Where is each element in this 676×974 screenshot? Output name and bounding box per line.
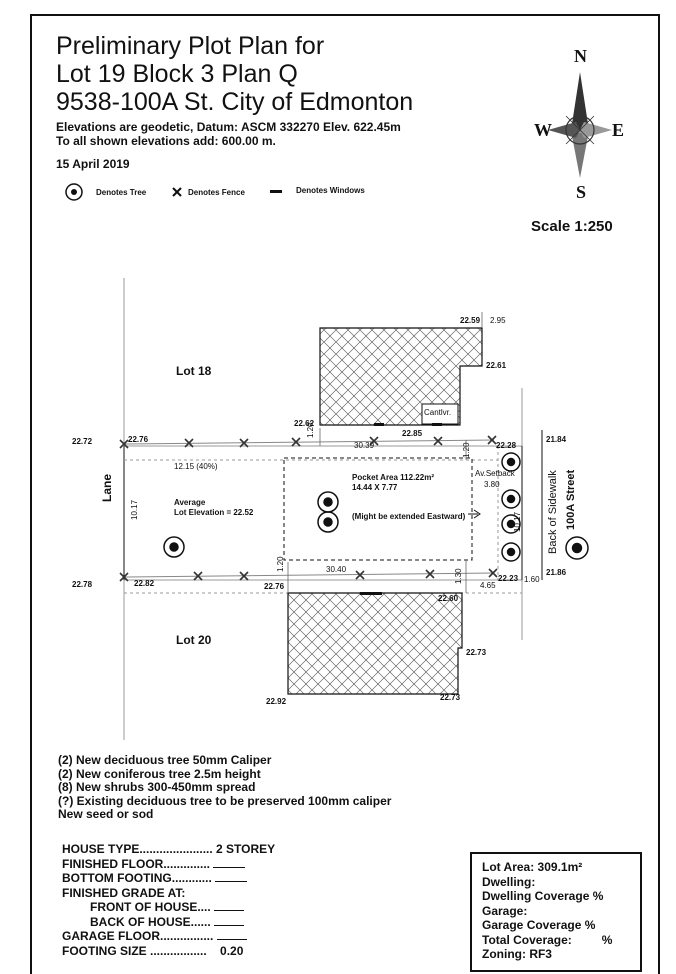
note-line: (?) Existing deciduous tree to be preser…	[58, 793, 392, 808]
dim-4-65: 4.65	[480, 581, 496, 590]
dim-1-30: 1.30	[454, 568, 463, 584]
fence-markers	[119, 435, 498, 582]
legend-fence-icon	[172, 187, 182, 197]
title-line-3: 9538-100A St. City of Edmonton	[56, 88, 414, 116]
footing-size-value: 0.20	[220, 943, 244, 958]
legend-windows-label: Denotes Windows	[296, 186, 365, 195]
back-of-house-label: BACK OF HOUSE......	[90, 914, 211, 929]
lot20-building	[287, 592, 463, 695]
dim-30-40: 30.40	[326, 565, 347, 574]
lot-summary-box: Lot Area: 309.1m² Dwelling: Dwelling Cov…	[470, 852, 642, 972]
elev-22-73-east: 22.73	[466, 648, 487, 657]
elev-22-28: 22.28	[496, 441, 517, 450]
dim-10-17-west: 10.17	[130, 499, 139, 520]
dim-1-60: 1.60	[524, 575, 540, 584]
house-type-value: 2 STOREY	[216, 842, 276, 856]
street-label: 100A Street	[565, 469, 577, 530]
compass-north: N	[574, 46, 587, 66]
compass-south: S	[576, 182, 587, 202]
elev-22-23: 22.23	[498, 574, 519, 583]
legend-tree-icon	[65, 183, 83, 201]
dim-30-39: 30.39	[354, 441, 375, 450]
dim-1-20-north: 1.20	[306, 422, 315, 438]
note-line: New seed or sod	[58, 807, 154, 821]
elev-22-60: 22.60	[438, 594, 459, 603]
add-elevation-note: To all shown elevations add: 600.00 m.	[56, 134, 276, 148]
lot20-label: Lot 20	[176, 633, 212, 647]
garage-label: Garage:	[482, 903, 528, 918]
lot18-label: Lot 18	[176, 364, 212, 378]
title-line-1: Preliminary Plot Plan for	[56, 32, 325, 60]
bottom-footing-label: BOTTOM FOOTING............	[62, 871, 212, 885]
tree-markers	[163, 452, 589, 562]
average-elevation: Lot Elevation = 22.52	[174, 508, 254, 517]
pocket-area-label: Pocket Area 112.22m²	[352, 473, 434, 482]
lot-area: Lot Area: 309.1m²	[482, 860, 583, 874]
plan-date: 15 April 2019	[56, 157, 130, 171]
compass-west: W	[534, 120, 552, 140]
elev-22-76-south: 22.76	[264, 582, 285, 591]
dim-1-20-south: 1.20	[276, 556, 285, 572]
elev-22-85: 22.85	[402, 429, 423, 438]
elev-22-92: 22.92	[266, 697, 287, 706]
cantilever-label: Cantlvr.	[424, 408, 452, 417]
dim-3-80: 3.80	[484, 480, 500, 489]
title-line-2: Lot 19 Block 3 Plan Q	[56, 60, 298, 88]
elev-22-78: 22.78	[72, 580, 93, 589]
dim-1-20-east: 1.20	[462, 442, 471, 458]
legend-window-icon	[270, 190, 282, 193]
note-line: (8) New shrubs 300-450mm spread	[58, 780, 256, 794]
footing-size-label: FOOTING SIZE .................	[62, 943, 207, 958]
elev-21-84: 21.84	[546, 435, 567, 444]
legend-tree-label: Denotes Tree	[96, 188, 147, 197]
sidewalk-label: Back of Sidewalk	[547, 470, 559, 554]
house-type-label: HOUSE TYPE......................	[62, 842, 213, 856]
house-specs: HOUSE TYPE...................... 2 STORE…	[62, 842, 275, 958]
elev-22-62: 22.62	[294, 419, 315, 428]
garage-floor-label: GARAGE FLOOR................	[62, 929, 214, 943]
note-line: (2) New coniferous tree 2.5m height	[58, 766, 261, 781]
elev-22-82: 22.82	[134, 579, 155, 588]
pocket-area	[283, 457, 473, 561]
total-coverage-label: Total Coverage:	[482, 932, 572, 947]
total-coverage-percent: %	[601, 932, 613, 947]
pocket-dimensions: 14.44 X 7.77	[352, 483, 398, 492]
plan-scale: Scale 1:250	[531, 218, 613, 235]
elev-22-59: 22.59	[460, 316, 481, 325]
lane-label: Lane	[100, 473, 114, 502]
elev-22-72: 22.72	[72, 437, 93, 446]
elevation-note: Elevations are geodetic, Datum: ASCM 332…	[56, 120, 401, 134]
elev-22-61: 22.61	[486, 361, 507, 370]
compass-rose-icon	[548, 72, 612, 178]
landscape-notes: (2) New deciduous tree 50mm Caliper (2) …	[58, 753, 392, 822]
dim-10-17-east: 10.17	[513, 511, 522, 532]
dim-2-95: 2.95	[490, 316, 506, 325]
plot-plan-sheet	[30, 14, 660, 974]
elev-21-86: 21.86	[546, 568, 567, 577]
elev-22-76-north: 22.76	[128, 435, 149, 444]
dim-12-15: 12.15 (40%)	[174, 462, 218, 471]
finished-floor-label: FINISHED FLOOR..............	[62, 856, 211, 871]
front-of-house-label: FRONT OF HOUSE....	[90, 900, 211, 914]
dwelling-label: Dwelling:	[482, 874, 536, 889]
average-label: Average	[174, 498, 206, 507]
dwelling-coverage: Dwelling Coverage %	[482, 889, 604, 903]
elev-22-73-south: 22.73	[440, 693, 461, 702]
av-setback-label: Av.Setback	[475, 469, 515, 478]
note-line: (2) New deciduous tree 50mm Caliper	[58, 753, 272, 767]
legend-fence-label: Denotes Fence	[188, 188, 245, 197]
compass-east: E	[612, 120, 625, 140]
pocket-note: (Might be extended Eastward)	[352, 512, 466, 521]
finished-grade-label: FINISHED GRADE AT:	[62, 885, 186, 900]
zoning: Zoning: RF3	[482, 947, 552, 961]
garage-coverage: Garage Coverage %	[482, 918, 596, 932]
